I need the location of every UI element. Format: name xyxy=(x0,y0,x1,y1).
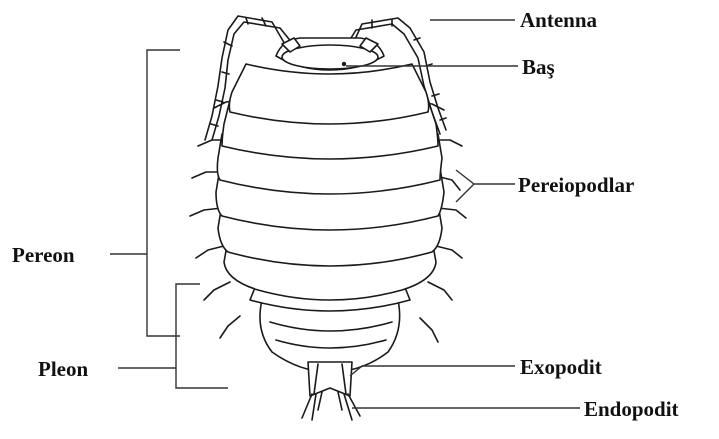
uropods xyxy=(302,362,360,420)
head xyxy=(276,38,384,70)
label-pereiopodlar: Pereiopodlar xyxy=(518,173,634,197)
exopodit-leader xyxy=(350,366,515,376)
label-bas: Baş xyxy=(522,55,555,79)
pereon-segments xyxy=(216,64,444,311)
label-exopodit: Exopodit xyxy=(520,355,602,379)
label-pereon: Pereon xyxy=(12,243,75,267)
pereiopodlar-leader xyxy=(456,170,515,202)
label-pleon: Pleon xyxy=(38,357,88,381)
label-antenna: Antenna xyxy=(520,8,598,32)
label-endopodit: Endopodit xyxy=(584,397,679,421)
pereon-bracket xyxy=(110,50,180,336)
